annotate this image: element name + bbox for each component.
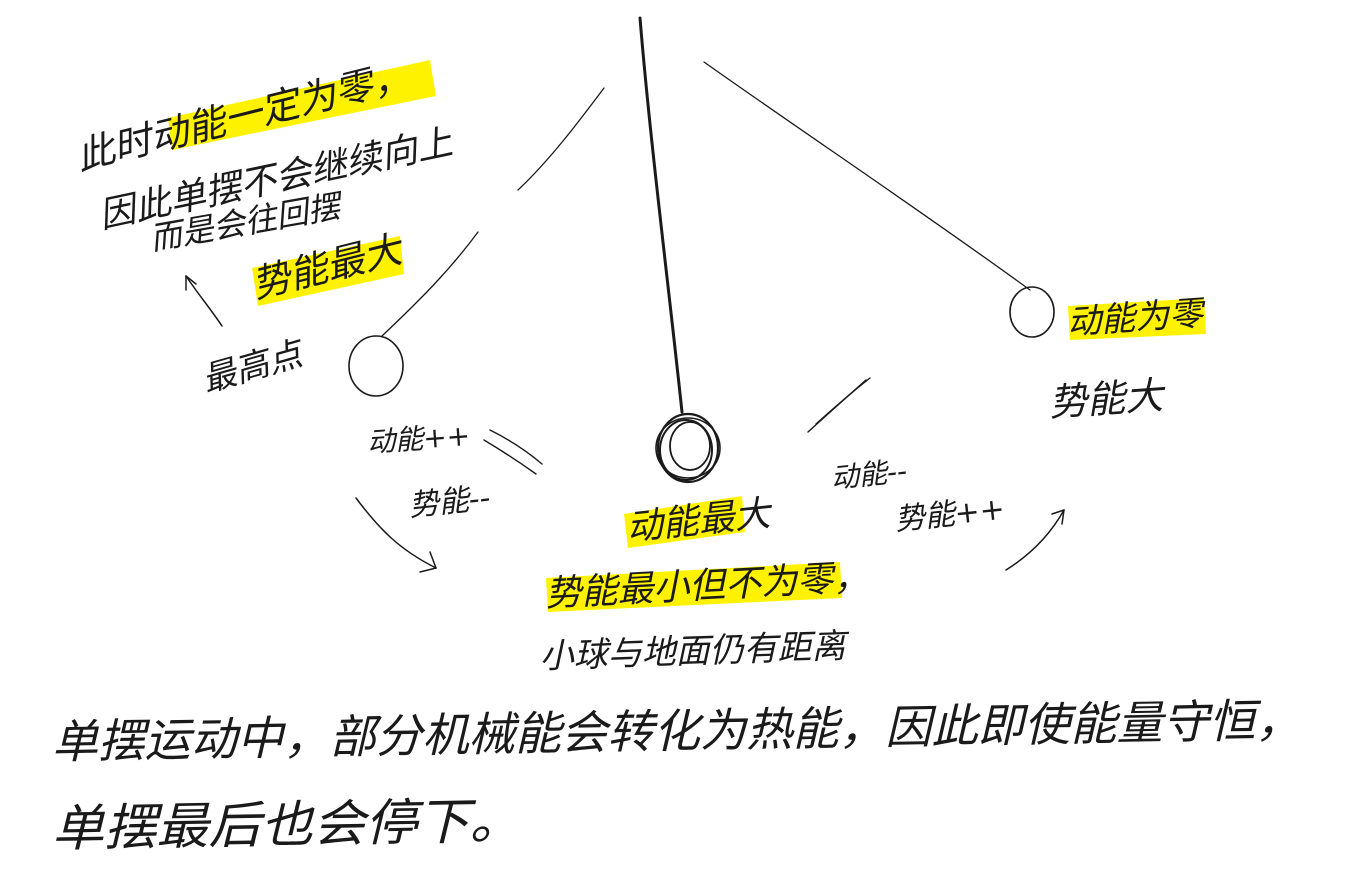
note-right-arrow-kinetic: 动能-- [829,454,908,495]
note-bottom-kinetic: 动能最大 [625,493,775,549]
highlight-bottom-potential-min [546,562,842,612]
center-ball [655,412,721,484]
highlight-left-potential-max [252,236,404,306]
note-left-highest: 最高点 [197,333,310,401]
highest-point-arrow [185,275,223,327]
right-string [703,61,1031,291]
note-right-potential: 势能大 [1048,373,1169,425]
conclusion-line2: 单摆最后也会停下。 [51,792,522,858]
highlight-bottom-kinetic-max [624,496,745,548]
highlight-left-kinetic-zero [168,60,436,150]
note-bottom-potential: 势能最小但不为零， [544,557,870,615]
note-left-arrow-kinetic: 动能++ [366,419,471,459]
right-ball [1009,286,1055,338]
note-right-kinetic: 动能为零 [1066,293,1208,343]
left-swing-arrow [355,497,437,573]
notes-left: 此时动能一定为零， 因此单摆不会继续向上 而是会往回摆 势能最大 最高点 动能+… [72,53,493,524]
motion-marks [483,377,871,475]
note-left-arrow-potential: 势能-- [407,481,492,524]
right-swing-arrow [1005,509,1065,571]
note-right-arrow-potential: 势能++ [893,492,1006,538]
left-ball [348,335,404,397]
left-string-lower [381,231,479,337]
conclusion: 单摆运动中，部分机械能会转化为热能，因此即使能量守恒， 单摆最后也会停下。 [51,693,1302,858]
conclusion-line1: 单摆运动中，部分机械能会转化为热能，因此即使能量守恒， [51,693,1302,769]
center-string [638,16,684,414]
highlight-marks [168,60,1206,612]
notes-right: 动能-- 势能++ 动能为零 势能大 [829,293,1208,538]
notes-bottom: 动能最大 势能最小但不为零， 小球与地面仍有距离 [539,493,870,677]
left-string-upper [517,87,605,191]
highlight-right-kinetic-zero [1068,298,1206,340]
note-bottom-distance: 小球与地面仍有距离 [539,626,851,677]
pendulum-strings [381,16,1031,414]
note-left-potential: 势能最大 [248,226,410,306]
pendulum-balls [348,286,1055,484]
arrows [185,275,1065,573]
